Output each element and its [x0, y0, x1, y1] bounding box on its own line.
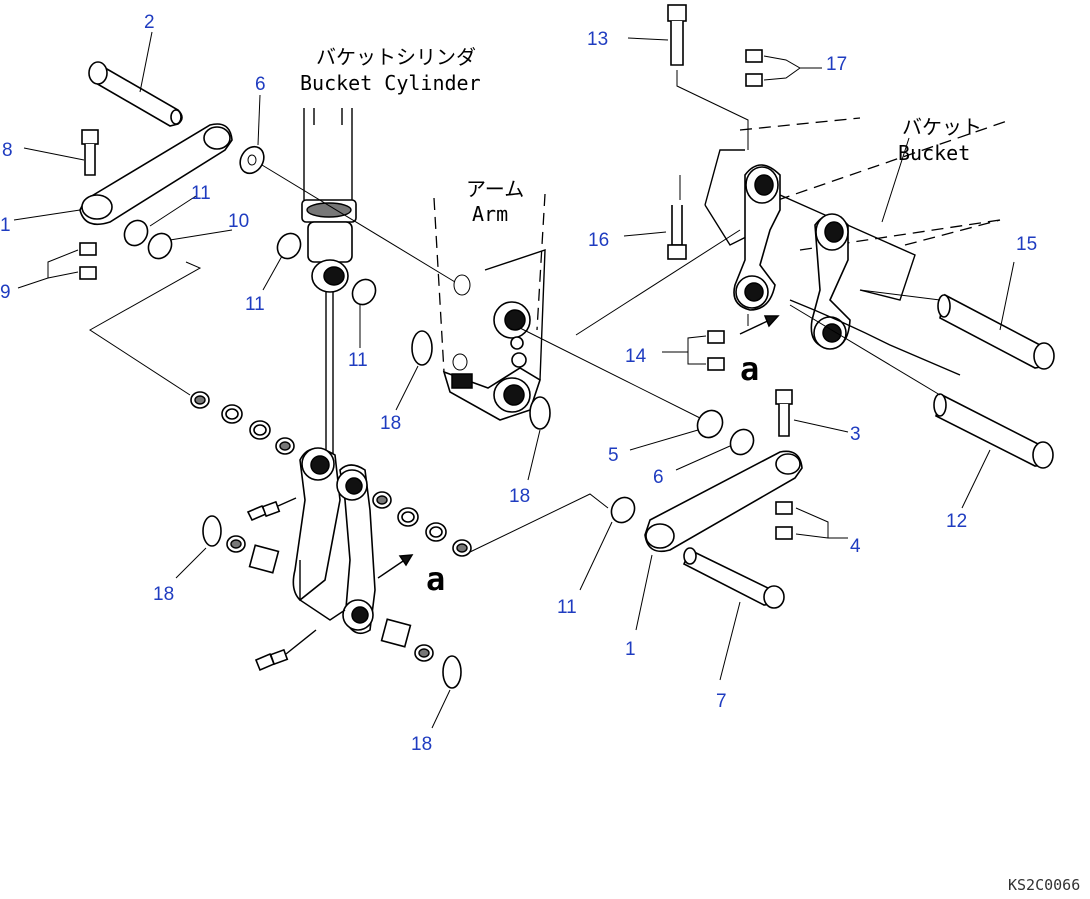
callout-13: 13 [587, 29, 608, 50]
link-right [644, 450, 803, 553]
nuts-14 [707, 330, 725, 371]
bucket-cylinder [301, 108, 357, 470]
washers-upper-left [123, 145, 377, 306]
bucket [704, 117, 1011, 376]
callout-1: 1 [0, 215, 11, 236]
nuts-9 [79, 242, 97, 280]
label-arm-jp: アーム [466, 177, 524, 201]
callout-6: 6 [255, 74, 266, 95]
callout-11: 11 [245, 294, 265, 315]
nuts-4 [775, 501, 793, 540]
callout-11: 11 [191, 183, 211, 204]
callout-numbers: 2 6 8 1 11 10 9 11 11 18 18 18 18 13 17 … [0, 12, 1037, 755]
pin-7 [682, 547, 785, 609]
link-upper-left [79, 123, 233, 226]
pin-2 [88, 61, 183, 127]
label-bucket-cylinder-jp: バケットシリンダ [316, 45, 476, 69]
callout-14: 14 [625, 346, 647, 367]
callout-18: 18 [380, 413, 401, 434]
callout-10: 10 [228, 211, 249, 232]
bushings-lower [226, 535, 434, 662]
callout-18: 18 [509, 486, 530, 507]
bolt-8 [81, 129, 99, 176]
callout-18: 18 [153, 584, 174, 605]
callout-6: 6 [653, 467, 664, 488]
bolt-3 [775, 389, 793, 437]
washers-right [610, 409, 755, 524]
callout-17: 17 [826, 54, 847, 75]
view-marker-a-right: a [740, 350, 759, 388]
callout-11: 11 [557, 597, 577, 618]
label-arm-en: Arm [472, 202, 508, 226]
callout-5: 5 [608, 445, 619, 466]
o-rings [202, 330, 551, 689]
label-bucket-jp: バケット [902, 115, 982, 139]
callout-12: 12 [946, 511, 967, 532]
bolt-16 [667, 205, 687, 260]
link-assembly-center [292, 447, 376, 635]
callout-1: 1 [625, 639, 636, 660]
nuts-17 [745, 49, 763, 87]
callout-11: 11 [348, 350, 368, 371]
bushings-right [372, 491, 472, 557]
bushings-upper [190, 391, 295, 455]
callout-9: 9 [0, 282, 11, 303]
grease-fittings [246, 497, 317, 672]
view-marker-a-left: a [426, 560, 445, 598]
view-arrows [377, 315, 780, 579]
callout-2: 2 [144, 12, 155, 33]
pin-12 [933, 393, 1054, 469]
callout-15: 15 [1016, 234, 1037, 255]
callout-7: 7 [716, 691, 727, 712]
drawing-code: KS2C0066 [1008, 876, 1080, 894]
callout-4: 4 [850, 536, 861, 557]
callout-8: 8 [2, 140, 13, 161]
assembly-lines [89, 70, 941, 553]
label-bucket-en: Bucket [898, 141, 970, 165]
leader-lines [13, 31, 1015, 729]
callout-3: 3 [850, 424, 861, 445]
label-bucket-cylinder-en: Bucket Cylinder [300, 71, 481, 95]
bolt-13 [667, 4, 687, 66]
pin-15 [937, 293, 1055, 370]
callout-18: 18 [411, 734, 432, 755]
callout-16: 16 [588, 230, 609, 251]
